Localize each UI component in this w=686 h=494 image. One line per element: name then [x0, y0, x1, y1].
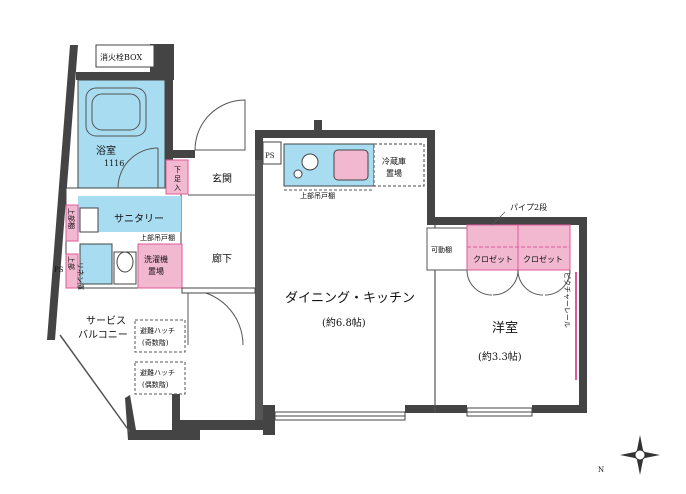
balcony-label-2: バルコニー: [78, 329, 128, 341]
linen-shelf-left: [65, 204, 79, 242]
wall-western-bottom-a: [532, 405, 587, 413]
ps-left-label: PS: [54, 266, 64, 274]
shoe-rack-label-3: 入: [174, 184, 181, 192]
ps-box-top: [262, 141, 282, 165]
compass-north-label: N: [598, 466, 604, 474]
entrance-label: 玄関: [212, 172, 232, 185]
compass-icon: [620, 435, 660, 475]
washer-label-1: 洗濯機: [144, 254, 168, 264]
kitchen-sink: [333, 149, 369, 181]
dk-size: (約6.8帖): [322, 316, 366, 329]
corridor-label: 廊下: [212, 252, 232, 265]
sink: [79, 243, 113, 285]
wall-dk-top: [255, 130, 435, 138]
upper-shelf-vertical: 上部棚: [67, 208, 76, 229]
closet-2-label: クロゼット: [523, 254, 563, 264]
wall-dk-right-upper: [427, 130, 435, 225]
washer-label-2: 置場: [148, 266, 164, 276]
wall-bath-step: [165, 150, 195, 158]
hatch-odd-label-2: (奇数階): [142, 338, 169, 347]
western-label: 洋室: [492, 320, 518, 336]
shoe-rack-label-2: 足: [174, 175, 181, 183]
wall-top-left: [76, 72, 174, 80]
wall-western-bottom-b: [405, 405, 467, 413]
wall-dk-left: [255, 160, 263, 420]
balcony-wall: [125, 392, 200, 440]
western-size: (約3.3帖): [478, 350, 522, 363]
linen-vertical: リネン庫: [76, 262, 85, 290]
wall-western-top: [427, 217, 587, 225]
linen-shelf-left2: [65, 253, 79, 289]
hatch-even: [134, 361, 186, 395]
wall-bottom-block: [180, 420, 275, 430]
bathroom-size: 1116: [104, 159, 124, 168]
hatch-even-label-1: 避難ハッチ: [140, 368, 175, 377]
fridge-label-2: 置場: [386, 168, 402, 178]
shoe-rack-label-1: 下: [174, 166, 181, 174]
sanitary-cabinet-label: 上部吊戸棚: [140, 233, 175, 242]
hatch-odd-label-1: 避難ハッチ: [140, 326, 175, 335]
closet-1-label: クロゼット: [473, 254, 513, 264]
stove-burner: [301, 153, 319, 171]
movable-shelf-label: 可動棚: [431, 245, 452, 254]
wall-dk-left-top: [255, 130, 263, 160]
dk-label: ダイニング・キッチン: [285, 291, 415, 306]
pipe-label: パイプ2段: [510, 202, 547, 212]
shoe-rack: [165, 159, 189, 195]
fridge-label-1: 冷蔵庫: [382, 156, 406, 166]
fire-hydrant-box: [95, 44, 155, 68]
hatch-odd: [134, 319, 186, 353]
fridge-space: [373, 143, 425, 187]
picture-rail-label: ピクチャーレール: [563, 272, 571, 328]
balcony-label-1: サービス: [86, 315, 126, 327]
wall-notch: [314, 120, 322, 134]
bathroom-label: 浴室: [96, 144, 116, 157]
hatch-even-label-2: (偶数階): [142, 380, 169, 389]
upper-vertical: 上部: [67, 256, 76, 270]
wall-bath-right: [165, 72, 173, 162]
bathtub: [85, 87, 147, 137]
exterior-wall-left: [47, 45, 78, 340]
washer-space: [137, 243, 183, 289]
sanitary-label: サニタリー: [114, 213, 164, 225]
ps-top-label: PS: [265, 152, 275, 160]
wall-western-right: [579, 217, 587, 412]
kitchen-cabinet-label: 上部吊戸棚: [300, 191, 335, 200]
fire-hydrant-box-label: 消火栓BOX: [100, 52, 142, 62]
mirror-cabinet: [79, 207, 99, 233]
